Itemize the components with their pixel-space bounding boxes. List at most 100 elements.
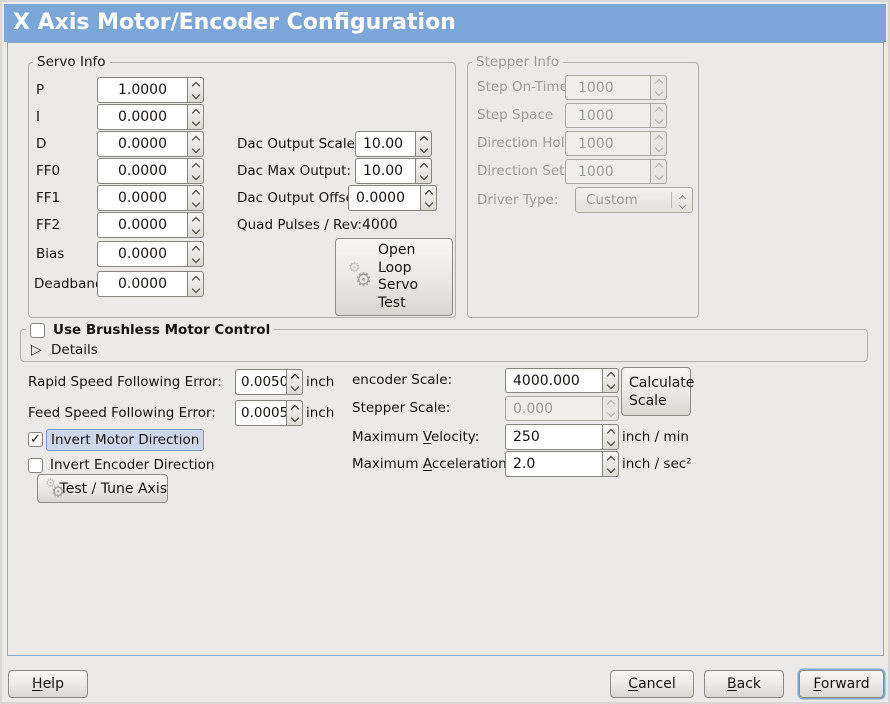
spin-up-button[interactable]: [603, 452, 618, 464]
quad-pulses-value: 4000: [362, 217, 398, 233]
bias-spinbox[interactable]: 0.0000: [97, 241, 204, 267]
ff1-spinbox[interactable]: 0.0000: [97, 185, 204, 211]
d-spinbox[interactable]: 0.0000: [97, 131, 204, 157]
dac-max-output-spinner[interactable]: [415, 158, 432, 184]
spin-down-button[interactable]: [188, 90, 203, 102]
spin-down-button[interactable]: [188, 117, 203, 129]
spin-down-button[interactable]: [421, 198, 436, 210]
ff2-spinner[interactable]: [187, 212, 204, 238]
help-button[interactable]: Help: [8, 670, 88, 698]
test-tune-axis-button[interactable]: ⚙ ⚙ Test / Tune Axis: [37, 474, 168, 503]
feed-following-error-label: Feed Speed Following Error:: [28, 405, 216, 421]
rapid-spinner[interactable]: [286, 369, 303, 395]
max-acceleration-spinner[interactable]: [602, 451, 619, 477]
max-velocity-spinner[interactable]: [602, 424, 619, 450]
spin-down-button[interactable]: [188, 144, 203, 156]
spin-up-button[interactable]: [188, 213, 203, 225]
bias-spinner[interactable]: [187, 241, 204, 267]
feed-following-error-value[interactable]: 0.0005: [235, 400, 288, 426]
p-value[interactable]: 1.0000: [97, 77, 187, 103]
ff2-spinbox[interactable]: 0.0000: [97, 212, 204, 238]
invert-motor-direction-checkbox[interactable]: ✓: [28, 432, 43, 447]
spin-down-button[interactable]: [603, 437, 618, 449]
dac-output-offset-value[interactable]: 0.0000: [348, 185, 420, 211]
rapid-following-error-value[interactable]: 0.0050: [235, 369, 288, 395]
i-value[interactable]: 0.0000: [97, 104, 187, 130]
ff0-spinbox[interactable]: 0.0000: [97, 158, 204, 184]
encoder-scale-value[interactable]: 4000.000: [505, 368, 602, 393]
d-value[interactable]: 0.0000: [97, 131, 187, 157]
spin-up-button[interactable]: [188, 132, 203, 144]
spin-up-button[interactable]: [188, 186, 203, 198]
driver-type-value: Custom: [586, 192, 638, 208]
forward-button[interactable]: Forward: [799, 670, 884, 698]
use-brushless-motor-control-checkbox[interactable]: [30, 322, 45, 338]
ff1-value[interactable]: 0.0000: [97, 185, 187, 211]
feed-following-error-spinbox[interactable]: 0.0005: [235, 400, 303, 426]
deadband-value[interactable]: 0.0000: [97, 271, 187, 297]
dac-max-output-value[interactable]: 10.00: [355, 158, 415, 184]
expander-arrow-icon[interactable]: ▷: [31, 342, 42, 358]
spin-up-button[interactable]: [188, 272, 203, 284]
spin-up-button[interactable]: [603, 369, 618, 381]
spin-up-button[interactable]: [421, 186, 436, 198]
d-spinner[interactable]: [187, 131, 204, 157]
spin-down-button[interactable]: [287, 382, 302, 394]
spin-down-button[interactable]: [188, 284, 203, 296]
ff0-value[interactable]: 0.0000: [97, 158, 187, 184]
encoder-scale-spinbox[interactable]: 4000.000: [505, 368, 619, 393]
max-velocity-spinbox[interactable]: 250: [505, 424, 619, 450]
max-acceleration-value[interactable]: 2.0: [505, 451, 602, 477]
i-spinbox[interactable]: 0.0000: [97, 104, 204, 130]
spin-down-button[interactable]: [188, 225, 203, 237]
spin-up-button[interactable]: [188, 159, 203, 171]
spin-up-button[interactable]: [603, 425, 618, 437]
stepper-scale-spinner: [602, 396, 619, 421]
spin-up-button[interactable]: [188, 78, 203, 90]
details-expander[interactable]: Details: [51, 342, 98, 358]
calculate-scale-button[interactable]: Calculate Scale: [621, 367, 694, 416]
ff2-value[interactable]: 0.0000: [97, 212, 187, 238]
dac-output-scale-value[interactable]: 10.00: [355, 131, 415, 157]
p-spinbox[interactable]: 1.0000: [97, 77, 204, 103]
dac-max-output-spinbox[interactable]: 10.00: [355, 158, 432, 184]
spin-down-button[interactable]: [188, 171, 203, 183]
invert-motor-direction-label[interactable]: Invert Motor Direction: [46, 429, 205, 451]
spin-down-button[interactable]: [603, 380, 618, 393]
max-acceleration-spinbox[interactable]: 2.0: [505, 451, 619, 477]
dac-output-offset-spinbox[interactable]: 0.0000: [348, 185, 437, 211]
spin-down-button[interactable]: [416, 171, 431, 183]
dac-output-scale-spinner[interactable]: [415, 131, 432, 157]
spin-down-button[interactable]: [188, 198, 203, 210]
spin-up-button[interactable]: [287, 401, 302, 413]
dac-output-offset-spinner[interactable]: [420, 185, 437, 211]
spin-down-button[interactable]: [603, 464, 618, 476]
spin-up-button[interactable]: [287, 370, 302, 382]
invert-encoder-direction-label[interactable]: Invert Encoder Direction: [50, 457, 215, 473]
ff1-spinner[interactable]: [187, 185, 204, 211]
spin-down-button[interactable]: [287, 413, 302, 425]
encoder-scale-spinner[interactable]: [602, 368, 619, 393]
cancel-button[interactable]: Cancel: [610, 670, 694, 698]
bias-value[interactable]: 0.0000: [97, 241, 187, 267]
step-on-time-spinbox: 1000: [565, 75, 667, 100]
invert-encoder-direction-checkbox[interactable]: [28, 458, 43, 473]
spin-up-button[interactable]: [188, 105, 203, 117]
dac-output-scale-spinbox[interactable]: 10.00: [355, 131, 432, 157]
deadband-spinbox[interactable]: 0.0000: [97, 271, 204, 297]
spin-up-button[interactable]: [416, 132, 431, 144]
spin-down-button[interactable]: [416, 144, 431, 156]
spin-down-button[interactable]: [188, 254, 203, 266]
open-loop-servo-test-button[interactable]: ⚙ ⚙ Open Loop Servo Test: [335, 238, 453, 316]
deadband-spinner[interactable]: [187, 271, 204, 297]
rapid-following-error-spinbox[interactable]: 0.0050: [235, 369, 303, 395]
i-spinner[interactable]: [187, 104, 204, 130]
spin-up-button[interactable]: [188, 242, 203, 254]
max-velocity-value[interactable]: 250: [505, 424, 602, 450]
spin-up-button[interactable]: [416, 159, 431, 171]
ff0-spinner[interactable]: [187, 158, 204, 184]
test-tune-axis-label: Test / Tune Axis: [59, 480, 167, 497]
p-spinner[interactable]: [187, 77, 204, 103]
feed-spinner[interactable]: [286, 400, 303, 426]
back-button[interactable]: Back: [704, 670, 784, 698]
